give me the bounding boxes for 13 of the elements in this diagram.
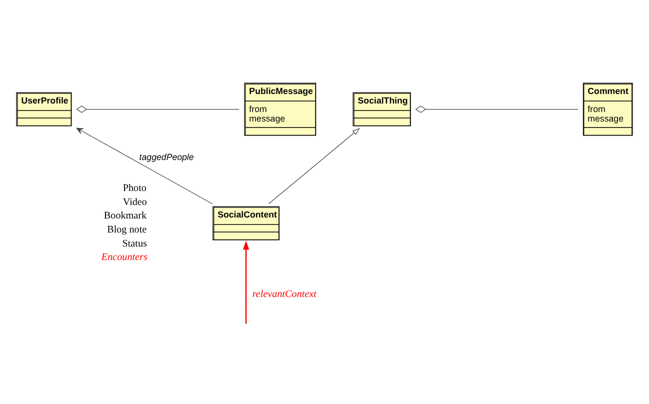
connector	[76, 106, 240, 113]
label: Video	[122, 196, 147, 208]
arrow	[268, 128, 360, 204]
label: Blog note	[107, 224, 147, 236]
connector	[415, 106, 578, 113]
label: Status	[122, 238, 147, 250]
edge-label: relevantContext	[252, 289, 316, 300]
edge-label: taggedPeople	[139, 152, 194, 162]
arrow	[76, 128, 213, 204]
arrow	[242, 240, 250, 323]
label: Bookmark	[104, 210, 147, 222]
label: Encounters	[101, 252, 148, 263]
label: Photo	[122, 182, 146, 194]
